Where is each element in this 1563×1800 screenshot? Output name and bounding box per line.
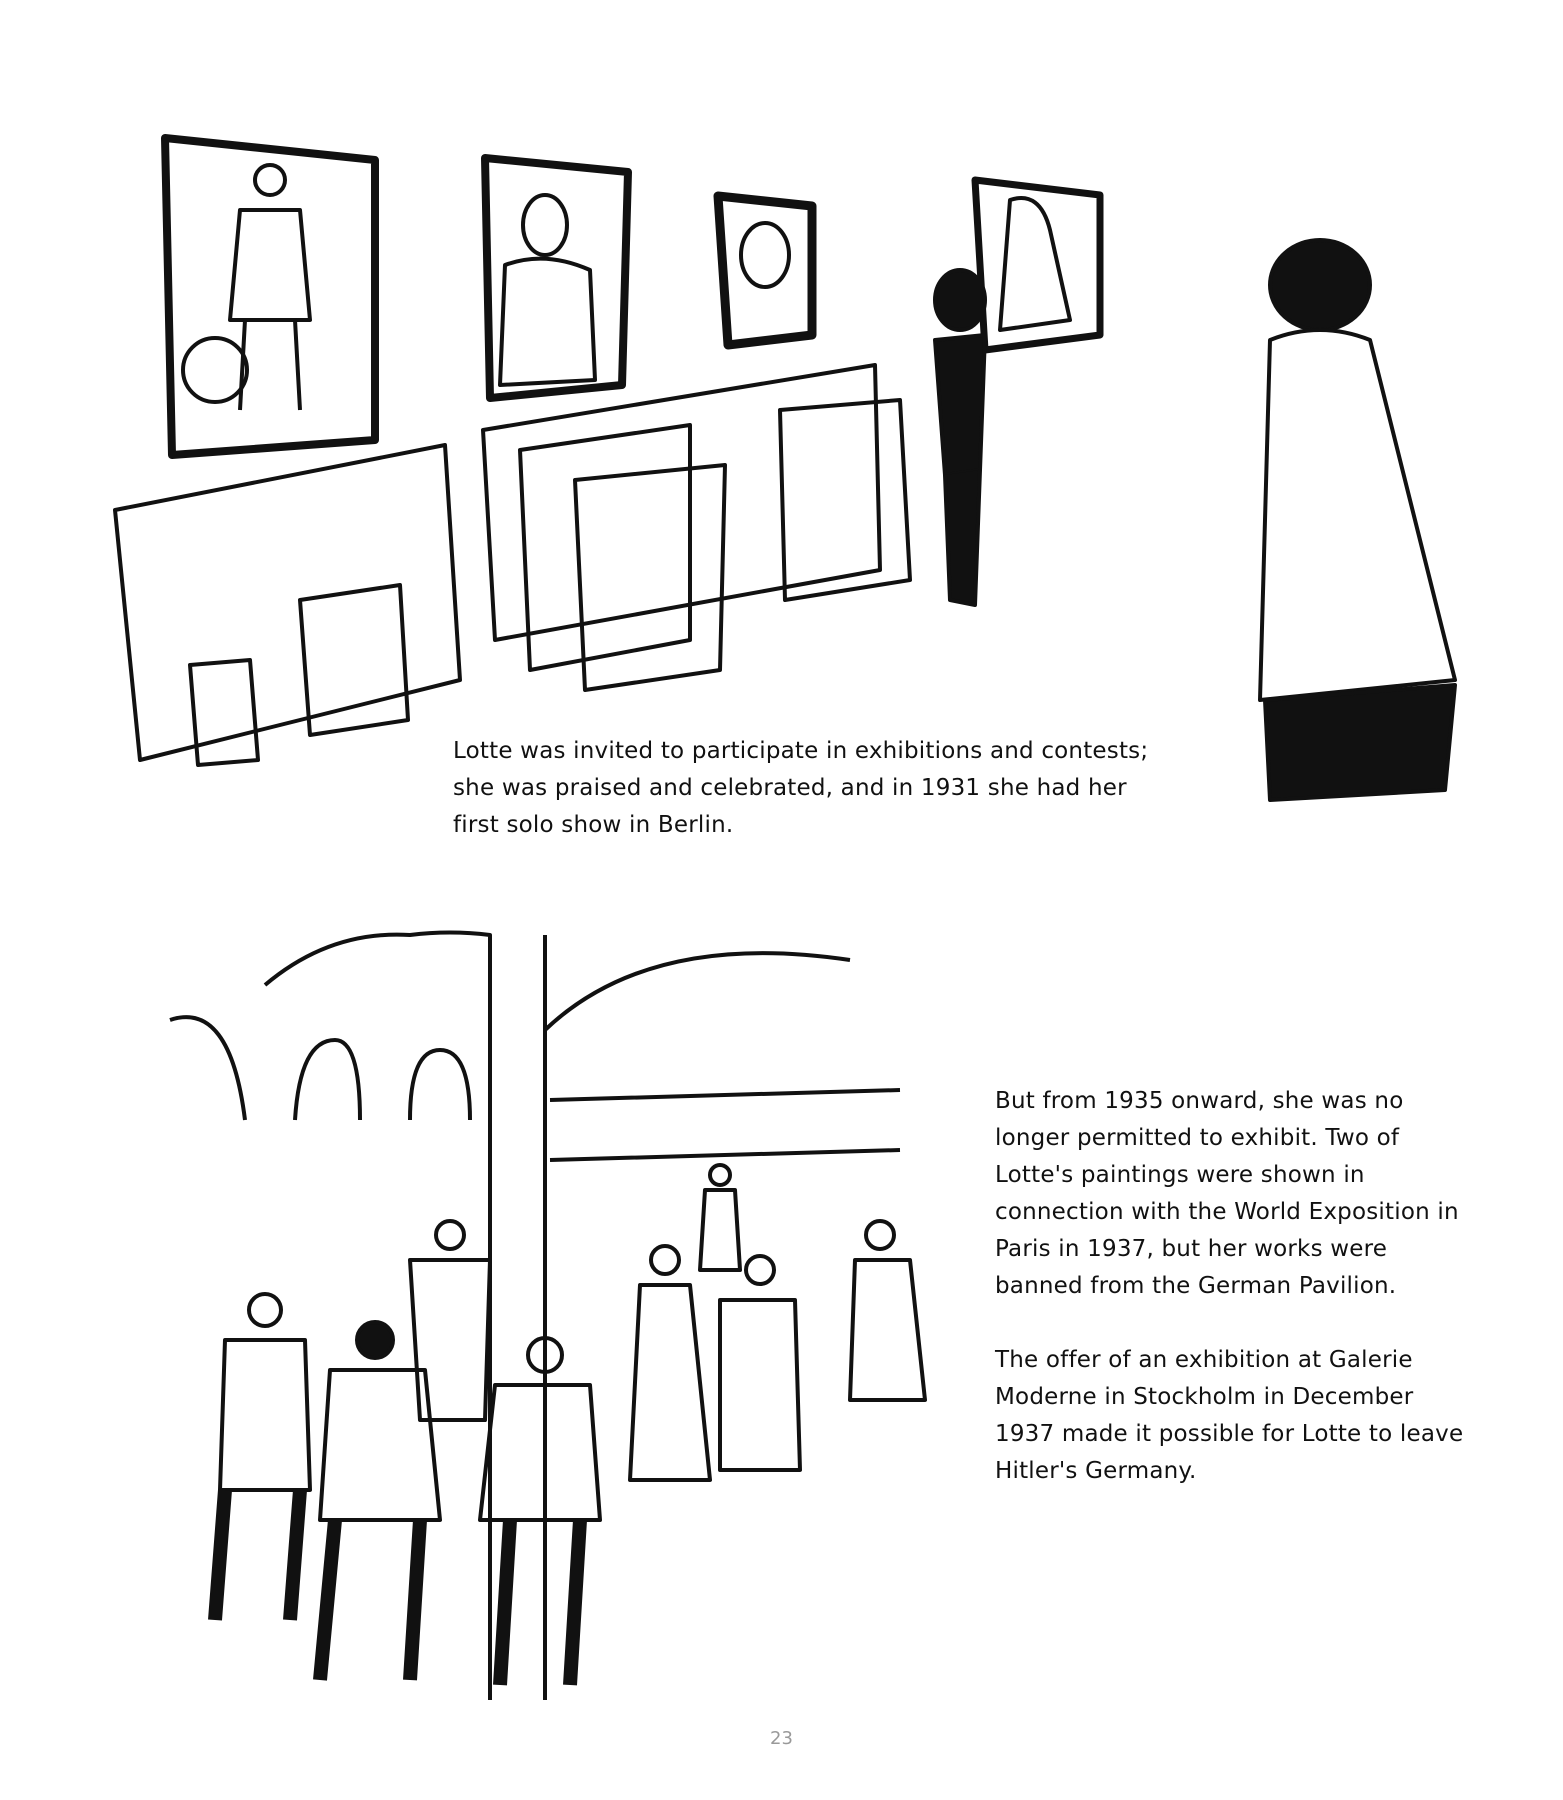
painting-self-portrait-with-cat: [481, 154, 632, 402]
station-arches: [169, 930, 901, 1700]
caption-top-text: Lotte was invited to participate in exhi…: [453, 738, 1149, 838]
woman-in-white-coat: [1258, 238, 1457, 802]
caption-top: Lotte was invited to participate in exhi…: [453, 733, 1173, 844]
stacked-canvases: [113, 363, 912, 767]
caption-bottom-text-2: The offer of an exhibition at Galerie Mo…: [995, 1347, 1464, 1484]
page-number: 23: [770, 1728, 793, 1749]
caption-bottom: But from 1935 onward, she was no longer …: [995, 1083, 1475, 1490]
painting-portrait-head: [713, 191, 817, 350]
painting-standing-man: [161, 134, 379, 459]
boy-hanging-painting: [933, 268, 987, 607]
civilian-crowd: [408, 1163, 927, 1482]
gallery-illustration: [113, 134, 1457, 802]
train-station-illustration: [169, 930, 927, 1700]
uniformed-officers: [208, 1292, 602, 1686]
painting-seated-woman: [971, 176, 1104, 354]
caption-bottom-text-1: But from 1935 onward, she was no longer …: [995, 1088, 1459, 1299]
